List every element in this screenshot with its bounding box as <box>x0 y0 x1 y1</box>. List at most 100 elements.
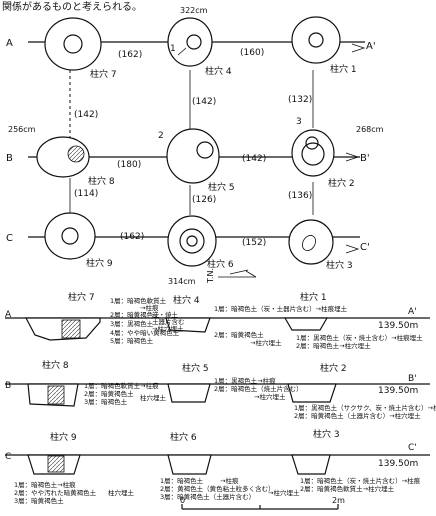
legend-7-1: 1層：暗褐色軟質土 <box>110 296 167 305</box>
section-a-label-7: 柱穴 7 <box>68 291 95 303</box>
legend-4-3: →柱穴埋土 <box>250 338 282 347</box>
section-c-left: C <box>5 452 11 462</box>
scale-end: 2m <box>332 496 345 505</box>
scale-zero: 0 <box>180 496 185 505</box>
plan-number-2: 2 <box>158 131 164 141</box>
post-7-outline <box>44 17 102 71</box>
dim-bottom: 314cm <box>168 277 196 286</box>
spacing-v-2: (142) <box>192 97 216 107</box>
legend-7-note-1: →柱痕 <box>140 303 159 312</box>
legend-9-3: 3層：暗黄褐色土 <box>14 496 64 505</box>
legend-2-2: 2層：暗黄褐色土（土器片含む）→柱穴埋土 <box>294 411 421 420</box>
header-text: 関係があるものと考えられる。 <box>2 0 142 13</box>
dim-left: 256cm <box>8 125 36 134</box>
legend-8-2: 2層：暗黄褐色土 <box>84 389 134 398</box>
legend-6-3: 3層：暗黄褐色土（土器片含む） <box>160 492 255 501</box>
legend-1-1: 1層：黒褐色土（炭・焼土含む）→柱痕埋土 <box>296 333 423 342</box>
post-6-outline <box>167 215 217 267</box>
pit-7-post <box>61 319 81 339</box>
post-5-label: 柱穴 5 <box>208 181 235 193</box>
post-7-inner <box>63 34 83 54</box>
spacing-a-1: (162) <box>118 50 142 60</box>
post-6-middle <box>179 228 205 254</box>
spacing-a-2: (160) <box>240 48 264 58</box>
post-3-outline <box>288 219 334 265</box>
legend-7-note-4: →柱穴埋土 <box>152 324 184 333</box>
post-2-label: 柱穴 2 <box>328 177 355 189</box>
legend-4-1: 1層：暗褐色土（炭・土器片含む）→柱痕埋土 <box>214 304 348 313</box>
post-2-outline <box>291 129 335 177</box>
post-9-inner <box>61 227 79 245</box>
section-c: C C' 139.50m 柱穴 9 柱穴 6 柱穴 3 1層：暗褐色土→柱痕 2… <box>5 428 430 505</box>
post-2-middle <box>301 142 325 166</box>
legend-6-note-2: →柱穴埋土 <box>268 488 300 497</box>
legend-6-2: 2層：黄褐色土（黄色粘土粒多く含む） <box>160 484 275 493</box>
row-b-prime: B' <box>360 153 370 164</box>
row-a-prime: A' <box>366 41 376 52</box>
section-a-left: A <box>5 310 12 320</box>
post-1-outline <box>291 16 341 64</box>
scale-bar: 0 2m <box>180 496 345 510</box>
spacing-b-2: (142) <box>242 154 266 164</box>
legend-8-1: 1層：暗褐色軟質土→柱痕 <box>84 381 159 390</box>
section-a-label-1: 柱穴 1 <box>300 291 327 303</box>
section-b-left: B <box>5 381 11 391</box>
pit-3 <box>291 454 331 475</box>
pit-9-post <box>47 455 65 473</box>
arrow-a-prime <box>351 43 366 53</box>
legend-1-2: 2層：暗褐色土→柱穴埋土 <box>296 341 371 350</box>
post-3-label: 柱穴 3 <box>326 259 353 271</box>
post-9-outline <box>44 212 96 260</box>
plan-number-1: 1 <box>170 44 176 54</box>
section-a-right: A' <box>408 307 417 317</box>
section-b-right: B' <box>408 374 417 384</box>
legend-4-2: 2層：暗黄褐色土 <box>214 330 264 339</box>
legend-9-1: 1層：暗褐色土→柱痕 <box>14 480 76 489</box>
post-4-arrow <box>177 47 187 56</box>
arrow-c-prime <box>345 244 360 254</box>
post-9-label: 柱穴 9 <box>86 257 113 269</box>
legend-2-1: 1層：黒褐色土（サクサク、炭・焼土片含む）→柱痕 <box>294 403 436 412</box>
post-4-outline <box>167 17 213 67</box>
post-1-inner <box>308 32 324 48</box>
spacing-v-6: (136) <box>288 191 312 201</box>
post-5-outline <box>166 128 220 184</box>
legend-8-note: 柱穴埋土 <box>140 393 167 402</box>
section-c-elev: 139.50m <box>378 459 418 469</box>
section-b: B B' 139.50m 柱穴 8 柱穴 5 柱穴 2 1層：暗褐色軟質土→柱痕… <box>5 359 436 420</box>
legend-3-1: 1層：暗褐色土（炭・焼土片含む）→柱痕 <box>300 476 421 485</box>
legend-5-2: 2層：暗褐色土（焼土片含む） <box>214 384 303 393</box>
section-a-elev: 139.50m <box>378 321 418 331</box>
post-6-label: 柱穴 6 <box>207 258 234 270</box>
dim-top: 322cm <box>180 6 208 15</box>
post-6-inner <box>186 235 198 247</box>
row-c-prime: C' <box>360 242 370 253</box>
legend-3-2: 2層：暗黄褐色軟質土→柱穴埋土 <box>300 484 395 493</box>
spacing-v-3: (132) <box>288 95 312 105</box>
pit-5 <box>167 383 211 403</box>
row-c-label: C <box>6 233 13 244</box>
pit-1 <box>283 317 329 331</box>
legend-7-note-3: 土器片含む <box>152 317 185 326</box>
section-c-label-6: 柱穴 6 <box>170 431 197 443</box>
spacing-c-2: (152) <box>242 238 266 248</box>
legend-9-2: 2層：やや汚れた暗黄褐色土 <box>14 488 97 497</box>
spacing-v-5: (126) <box>192 195 216 205</box>
legend-7-3: 3層：黒褐色土 <box>110 319 154 328</box>
section-b-elev: 139.50m <box>378 386 418 396</box>
post-8-label: 柱穴 8 <box>88 175 115 187</box>
pit-6 <box>167 454 212 475</box>
row-b-label: B <box>6 153 13 164</box>
section-c-label-3: 柱穴 3 <box>313 428 340 440</box>
pit-2 <box>287 383 337 403</box>
post-1-label: 柱穴 1 <box>330 63 357 75</box>
legend-6-1: 1層：暗褐色土 <box>160 476 204 485</box>
spacing-b-1: (180) <box>117 160 141 170</box>
section-b-label-5: 柱穴 5 <box>182 362 209 374</box>
post-7-label: 柱穴 7 <box>90 68 117 80</box>
spacing-c-1: (162) <box>120 232 144 242</box>
legend-9-note: 柱穴埋土 <box>108 488 135 497</box>
section-c-label-9: 柱穴 9 <box>50 431 77 443</box>
